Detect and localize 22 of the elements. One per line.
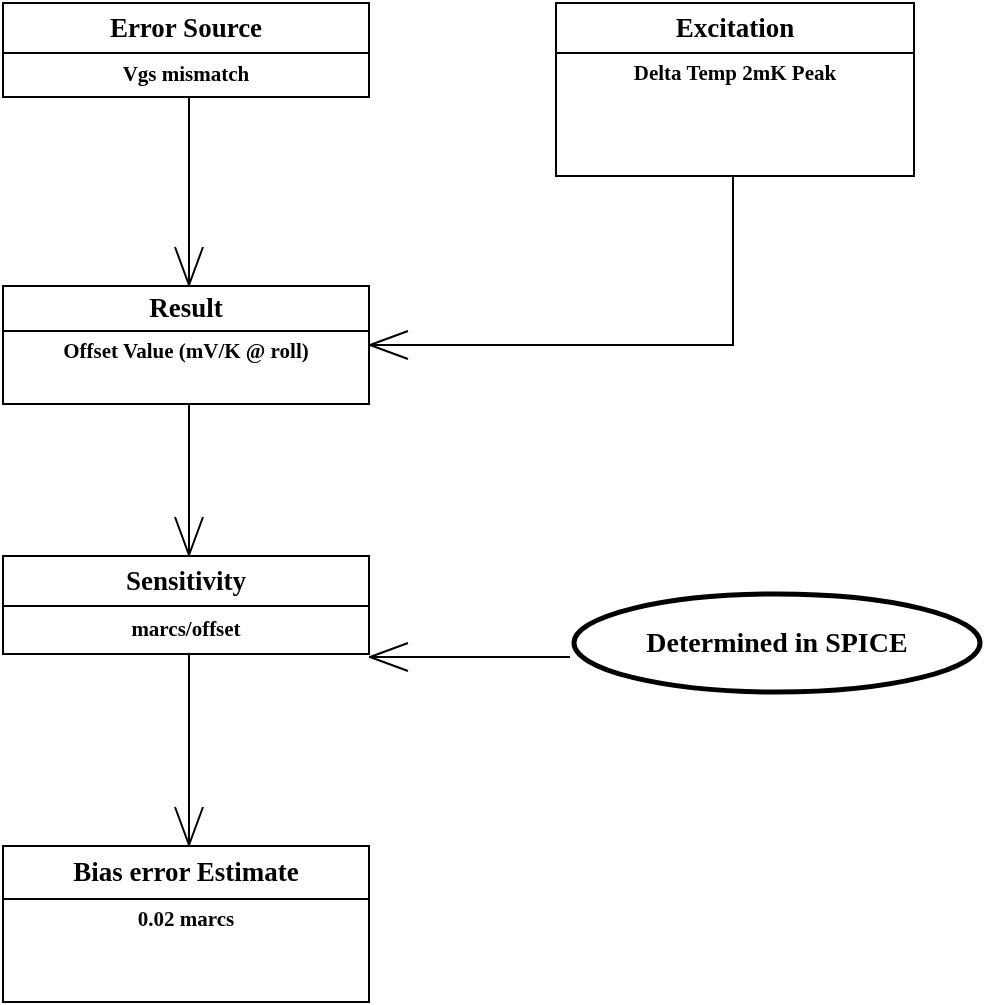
node-text: Determined in SPICE <box>646 627 908 659</box>
process-box <box>2 2 370 98</box>
box-text: Delta Temp 2mK Peak <box>633 60 837 87</box>
box-heading: Excitation <box>675 12 795 44</box>
box-text: Vgs mismatch <box>122 61 250 89</box>
arrow <box>174 404 204 556</box>
arrow <box>174 97 204 286</box>
arrow <box>174 654 204 846</box>
box-heading: Sensitivity <box>126 565 246 597</box>
box-text: Offset Value (mV/K @ roll) <box>63 338 309 365</box>
box-text: marcs/offset <box>131 616 241 644</box>
process-box <box>2 845 370 1003</box>
process-box <box>2 555 370 655</box>
oval-node <box>570 590 984 696</box>
arrow <box>369 176 734 360</box>
box-heading: Bias error Estimate <box>73 857 299 888</box>
arrow <box>369 642 571 672</box>
box-heading: Result <box>149 293 223 324</box>
process-box <box>2 285 370 405</box>
process-box <box>555 2 915 177</box>
box-text: 0.02 marcs <box>137 906 235 933</box>
box-heading: Error Source <box>109 12 263 44</box>
